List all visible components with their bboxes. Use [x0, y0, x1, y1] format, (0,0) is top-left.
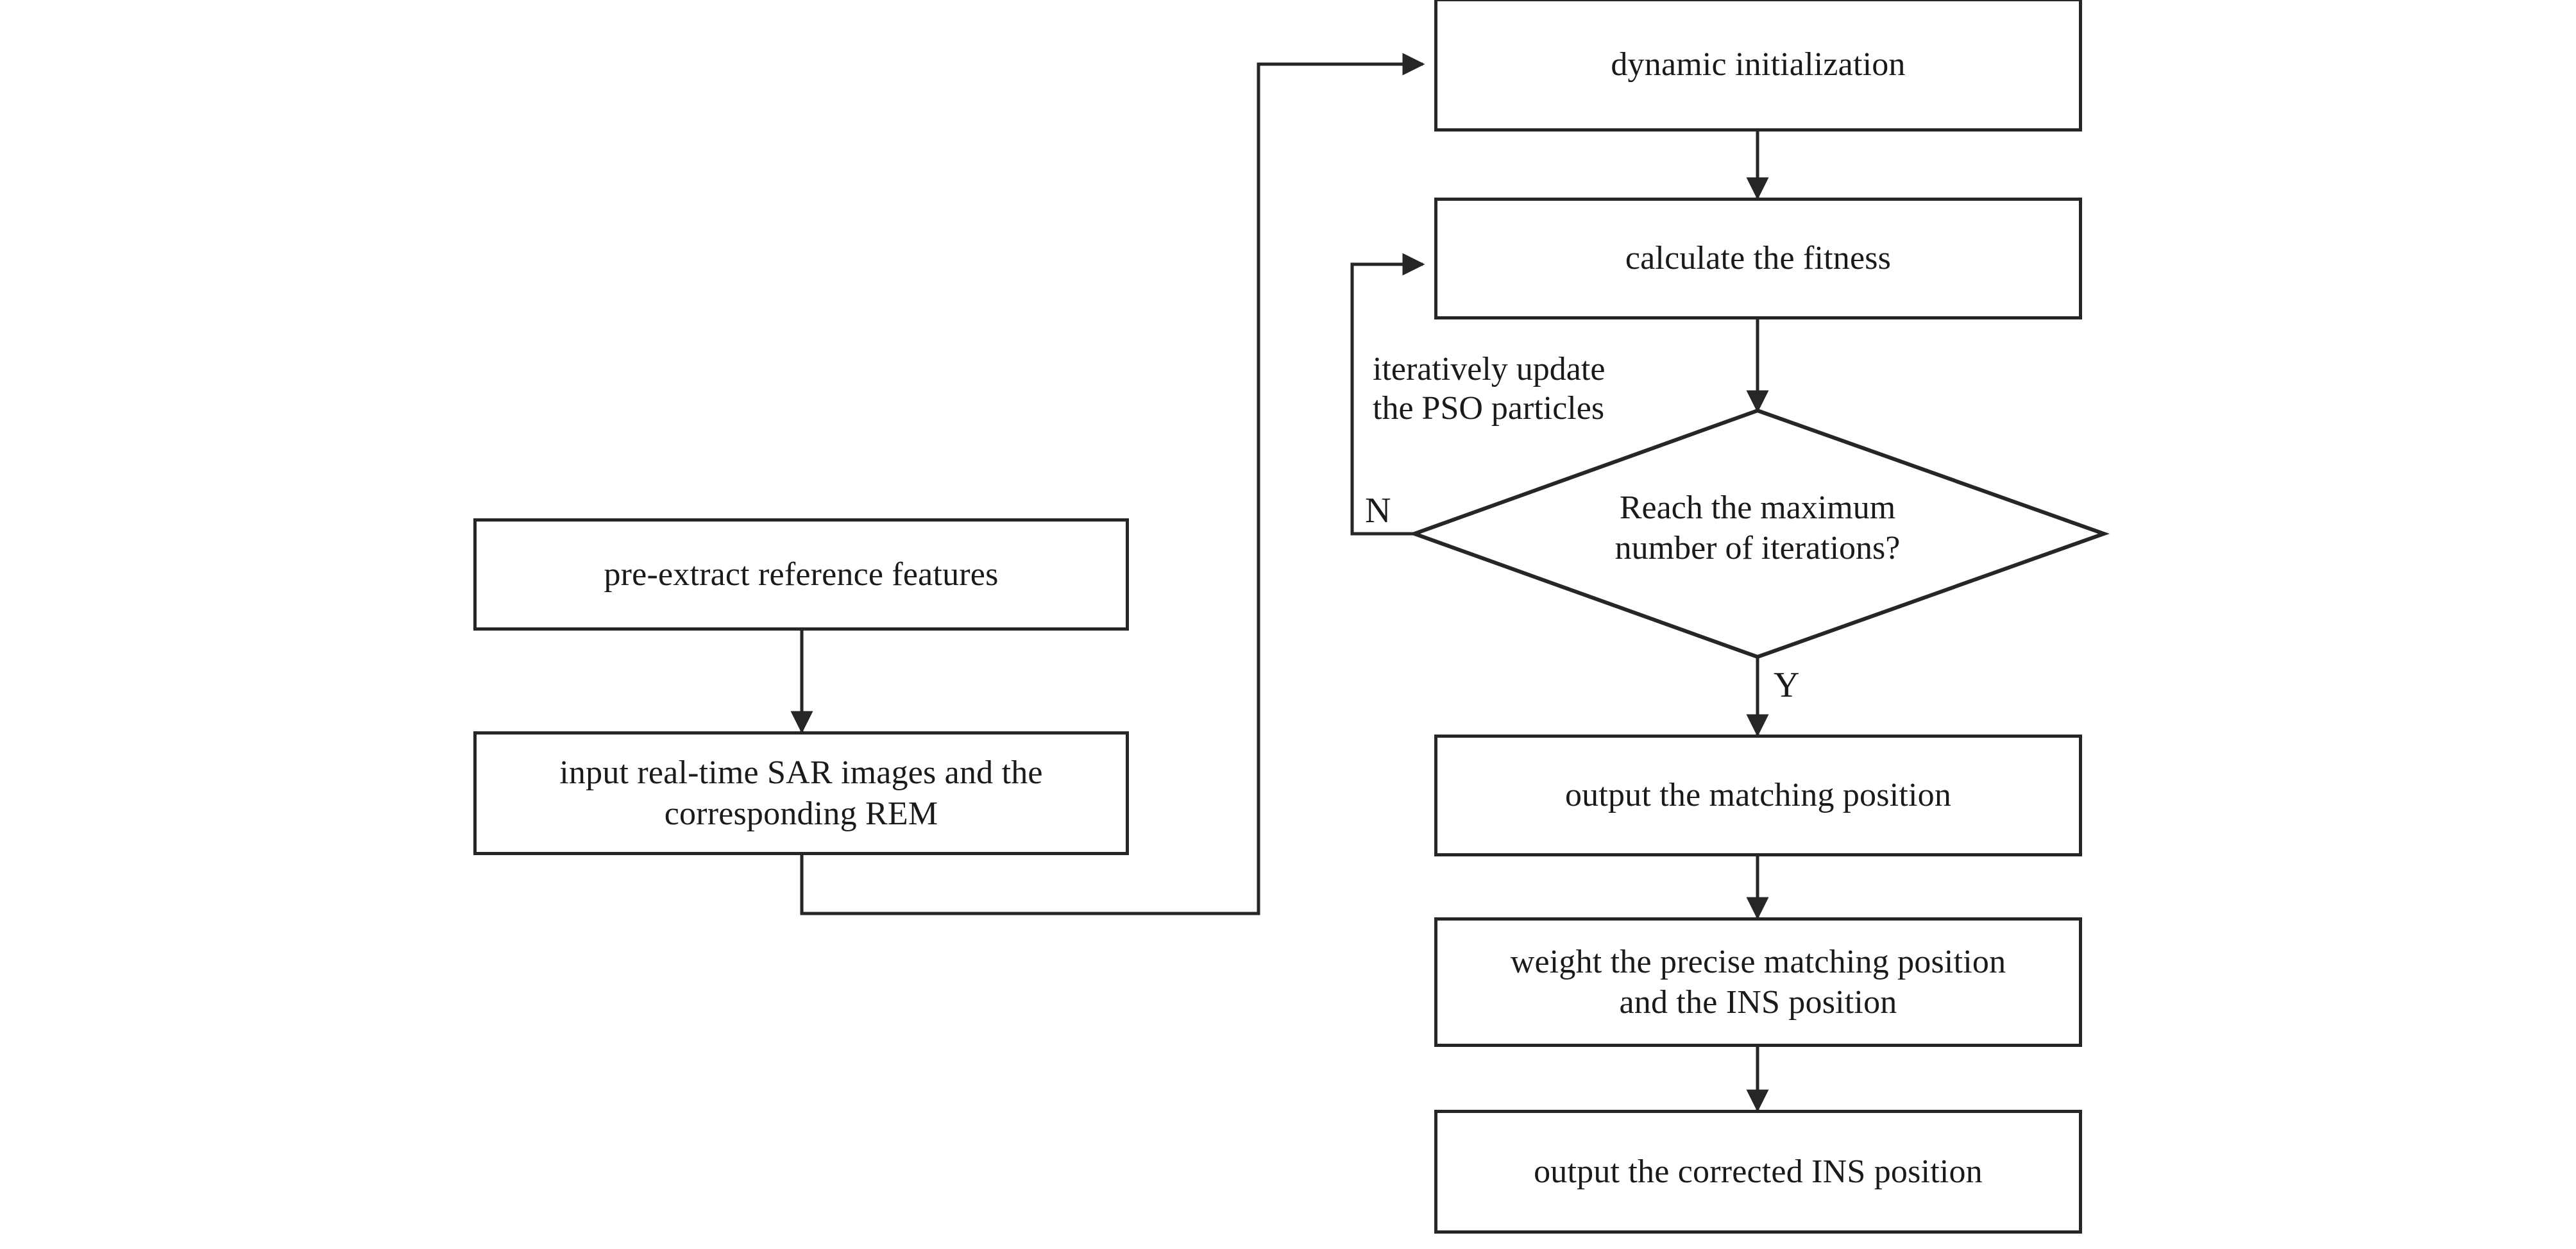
node-output-the-matching-position[interactable]: output the matching position: [1434, 735, 2082, 856]
node-weight-precise-matching-and-ins-position[interactable]: weight the precise matching position and…: [1434, 917, 2082, 1047]
node-decision-reach-maximum-iterations-label: Reach the maximum number of iterations?: [1614, 489, 1901, 567]
node-input-realtime-sar-images[interactable]: input real-time SAR images and the corre…: [473, 731, 1129, 855]
connector-decision-no-to-fitness: [1350, 253, 1425, 536]
node-output-the-corrected-ins-position[interactable]: output the corrected INS position: [1434, 1110, 2082, 1234]
node-pre-extract-reference-features[interactable]: pre-extract reference features: [473, 518, 1129, 631]
label-iteratively-update-pso-particles: iteratively update the PSO particles: [1373, 351, 1606, 427]
node-dynamic-initialization[interactable]: dynamic initialization: [1434, 0, 2082, 132]
label-branch-no: N: [1365, 491, 1391, 531]
label-branch-yes: Y: [1774, 665, 1800, 705]
connector-inputsar-to-dynamicinit: [800, 53, 1425, 915]
node-calculate-the-fitness[interactable]: calculate the fitness: [1434, 198, 2082, 319]
